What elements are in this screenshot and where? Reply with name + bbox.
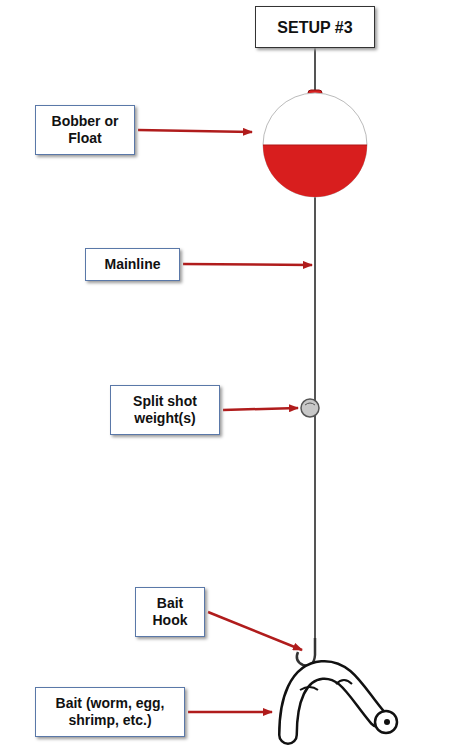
pointer-arrow	[138, 130, 252, 132]
pointer-arrow	[223, 408, 298, 410]
bobber	[263, 90, 367, 197]
label-box: Mainline	[85, 248, 180, 281]
diagram-title: SETUP #3	[277, 19, 352, 36]
pointer-arrow	[208, 612, 302, 650]
label-box: Bait (worm, egg, shrimp, etc.)	[35, 687, 185, 737]
split-shot-weight	[301, 399, 319, 417]
hook	[297, 638, 315, 666]
pointer-arrow	[183, 264, 312, 265]
label-box: Bobber or Float	[35, 105, 135, 155]
bait-worm	[288, 670, 397, 735]
label-box: Split shot weight(s)	[110, 385, 220, 435]
part-label: Split shot weight(s)	[119, 393, 211, 427]
part-label: Bobber or Float	[44, 113, 126, 147]
label-box: Bait Hook	[135, 587, 205, 637]
part-label: Bait Hook	[144, 595, 196, 629]
title-box: SETUP #3	[255, 6, 375, 48]
pointer-arrow	[188, 711, 272, 714]
part-label: Mainline	[94, 256, 171, 273]
part-label: Bait (worm, egg, shrimp, etc.)	[44, 695, 176, 729]
